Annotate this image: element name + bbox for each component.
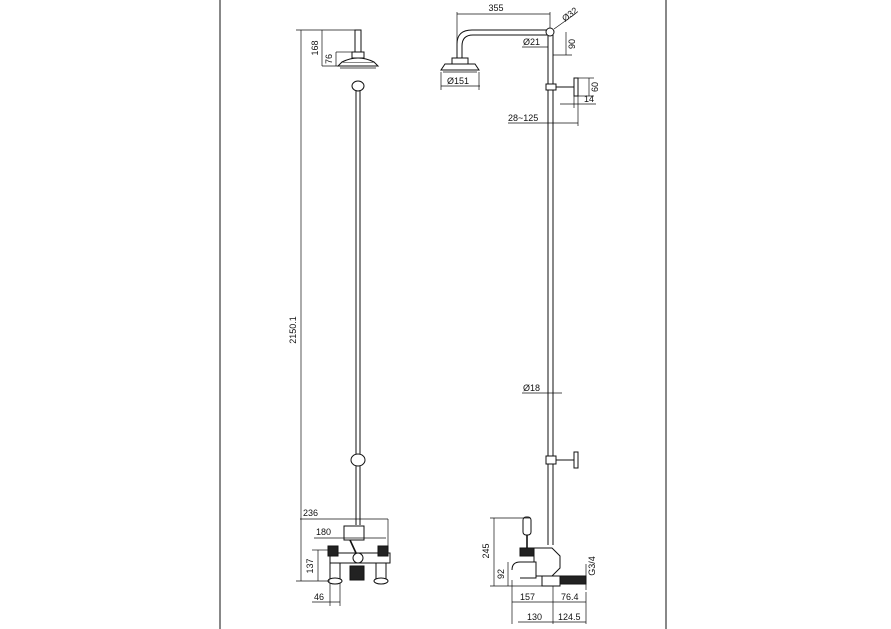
dim-14-label: 14: [584, 94, 594, 104]
front-upper-coupling: [351, 80, 365, 92]
dim-245-label: 245: [481, 543, 491, 558]
dim-130-label: 130: [527, 612, 542, 622]
side-inlet-pipe: [559, 575, 587, 585]
side-elbow-joint: [545, 27, 555, 37]
dim-g34-label: G3/4: [587, 556, 597, 576]
side-shower-arm-bottom: [461, 34, 550, 60]
dim-d21-label: Ø21: [523, 37, 540, 47]
side-cross-handle: [519, 547, 535, 557]
dim-46-label: 46: [314, 592, 324, 602]
front-mixer-center: [352, 552, 364, 564]
front-lower-coupling: [350, 453, 366, 467]
side-rose-collar: [451, 57, 469, 65]
side-valve-body: [533, 547, 561, 577]
dim-137-label: 137: [305, 558, 315, 573]
side-upper-coupling: [545, 83, 557, 91]
front-spout: [349, 565, 365, 581]
front-head-collar: [351, 51, 365, 59]
dim-180-label: 180: [316, 527, 331, 537]
side-inlet-nut: [541, 575, 561, 587]
side-upper-wall-plate: [573, 77, 579, 97]
front-shower-rose: [336, 61, 380, 67]
dim-90-label: 90: [567, 39, 577, 49]
side-view: 355 Ø32 Ø21 90 Ø151 60 14 28~125 Ø18 245…: [440, 3, 600, 624]
side-lever-handle: [522, 516, 532, 536]
dim-d18-label: Ø18: [523, 383, 540, 393]
dim-168-label: 168: [310, 40, 320, 55]
dim-76-label: 76: [324, 54, 334, 64]
front-view: 2150.1 168 76 236 180 137 46: [288, 29, 391, 606]
dim-92-label: 92: [496, 569, 506, 579]
front-right-foot: [373, 577, 389, 585]
dim-236-label: 236: [303, 508, 318, 518]
dim-60-label: 60: [590, 82, 600, 92]
side-lower-coupling: [545, 455, 557, 465]
side-bath-spout: [511, 561, 537, 579]
front-diverter-lever: [343, 525, 365, 541]
dim-157-label: 157: [520, 592, 535, 602]
dim-d151-label: Ø151: [447, 76, 469, 86]
dim-wall-range-label: 28~125: [508, 113, 538, 123]
front-right-handle: [377, 545, 389, 557]
dim-overall-height-label: 2150.1: [288, 316, 298, 344]
dim-355-label: 355: [488, 3, 503, 13]
front-left-handle: [327, 545, 339, 557]
front-shower-rose-dome: [341, 57, 375, 63]
dim-d32-label: Ø32: [560, 5, 580, 23]
front-head-stem: [354, 29, 362, 53]
dim-d32-leader: [553, 13, 576, 30]
side-lower-wall-plate: [573, 451, 579, 469]
dim-124-5-label: 124.5: [558, 612, 581, 622]
dim-76-4-label: 76.4: [561, 592, 579, 602]
front-lever-stem: [349, 539, 357, 554]
side-shower-rose: [440, 63, 480, 71]
